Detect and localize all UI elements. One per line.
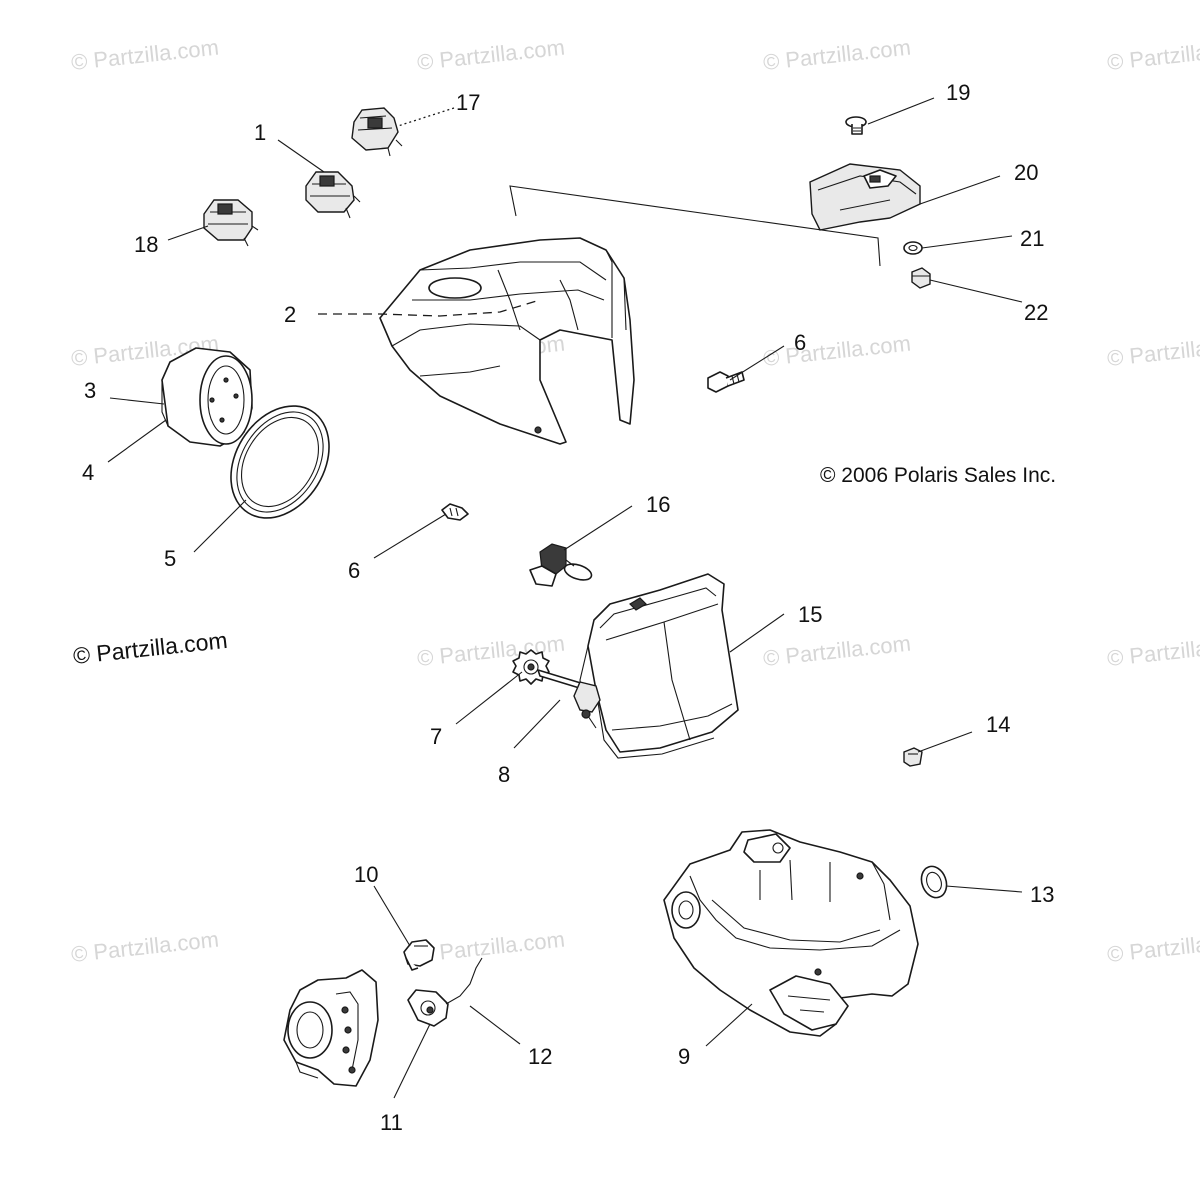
callout-13: 13 (1030, 882, 1054, 907)
callout-21: 21 (1020, 226, 1044, 251)
part-13-grommet[interactable] (917, 863, 950, 901)
watermark: © Partzilla.com (416, 35, 566, 75)
callout-2: 2 (284, 302, 296, 327)
part-10-bolt[interactable] (403, 939, 435, 971)
part-15-headlight[interactable] (579, 573, 739, 759)
callout-16: 16 (646, 492, 670, 517)
callout-8: 8 (498, 762, 510, 787)
site-credit: © Partzilla.com (72, 627, 229, 669)
callout-12: 12 (528, 1044, 552, 1069)
part-6-screw-left[interactable] (441, 503, 469, 521)
callout-9: 9 (678, 1044, 690, 1069)
watermark: © Partzilla.com (70, 927, 220, 967)
callout-20: 20 (1014, 160, 1038, 185)
part-6-bolt-right[interactable] (707, 371, 745, 393)
part-5-gasket-ring[interactable] (211, 388, 349, 536)
watermark: © Partzilla.com (1106, 631, 1200, 671)
part-19-screw[interactable] (845, 116, 867, 135)
part-16-bulb-socket[interactable] (529, 543, 593, 587)
part-14-clip[interactable] (903, 747, 923, 767)
part-4-gauge-housing[interactable] (161, 347, 253, 447)
part-21-washer[interactable] (903, 241, 923, 255)
part-9-lower-pod[interactable] (663, 829, 919, 1037)
callout-11: 11 (380, 1110, 403, 1135)
part-20-cover[interactable] (809, 163, 921, 231)
watermark: © Partzilla.com (1106, 927, 1200, 967)
callout-10: 10 (354, 862, 378, 887)
callout-15: 15 (798, 602, 822, 627)
callout-numbers: 1 2 3 4 5 6 6 7 8 9 10 11 12 13 14 15 16… (82, 80, 1054, 1135)
part-1-switch[interactable] (305, 171, 361, 219)
callout-7: 7 (430, 724, 442, 749)
bracket-assembly (283, 969, 379, 1087)
watermark: © Partzilla.com (762, 35, 912, 75)
part-8-adjuster-rod[interactable] (537, 669, 601, 719)
callout-3: 3 (84, 378, 96, 403)
callout-4: 4 (82, 460, 94, 485)
callout-6-screw: 6 (348, 558, 360, 583)
leader-lines (107, 97, 1023, 1099)
callout-18: 18 (134, 232, 158, 257)
watermark: © Partzilla.com (1106, 331, 1200, 371)
callout-22: 22 (1024, 300, 1048, 325)
part-17-switch[interactable] (351, 107, 403, 157)
callout-6-bolt: 6 (794, 330, 806, 355)
callout-14: 14 (986, 712, 1010, 737)
watermark: © Partzilla.com (762, 331, 912, 371)
callout-17: 17 (456, 90, 480, 115)
part-2-upper-pod[interactable] (379, 237, 635, 445)
callout-1: 1 (254, 120, 266, 145)
watermark: © Partzilla.com (762, 631, 912, 671)
callout-19: 19 (946, 80, 970, 105)
part-11-sensor[interactable] (407, 989, 449, 1027)
part-18-switch[interactable] (203, 199, 259, 247)
part-22-nut[interactable] (911, 267, 931, 289)
callout-5: 5 (164, 546, 176, 571)
watermark: © Partzilla.com (416, 927, 566, 967)
watermark: © Partzilla.com (70, 35, 220, 75)
watermark: © Partzilla.com (1106, 35, 1200, 75)
copyright-notice: © 2006 Polaris Sales Inc. (820, 464, 1056, 487)
part-12-wire[interactable] (445, 957, 483, 1005)
